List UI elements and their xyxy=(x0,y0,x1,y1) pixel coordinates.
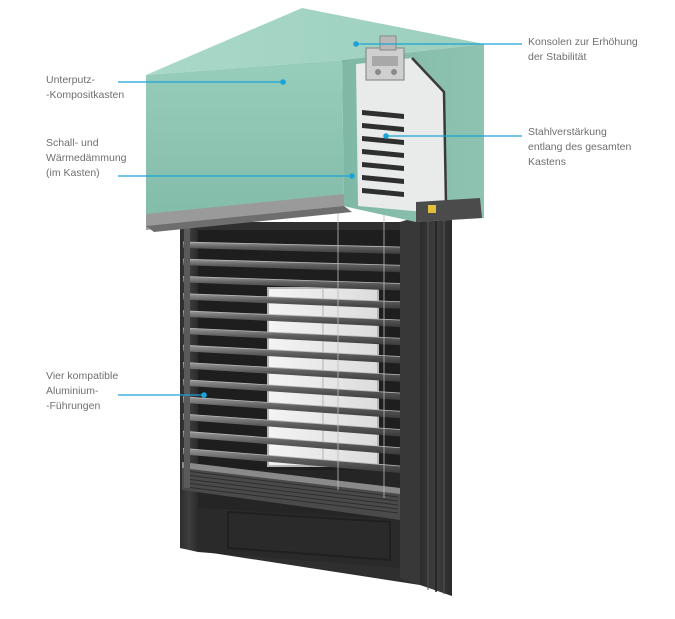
label-line: Aluminium- xyxy=(46,385,99,397)
stacked-slat xyxy=(362,149,404,158)
slat xyxy=(183,310,400,327)
slat-highlight xyxy=(182,327,401,339)
slat-highlight xyxy=(182,310,401,321)
slat-highlight xyxy=(182,258,401,266)
callout-lines xyxy=(118,41,522,398)
label-insulation: Schall- und Wärmedämmung (im Kasten) xyxy=(46,136,127,181)
slat xyxy=(183,431,400,455)
stacked-slat xyxy=(362,110,404,119)
slat xyxy=(183,448,400,473)
label-composite-box: Unterputz- -Kompositkasten xyxy=(46,73,124,103)
slat xyxy=(183,293,400,309)
rail-rib xyxy=(185,486,399,514)
slat xyxy=(183,276,400,291)
callout-guides-dot xyxy=(201,392,207,398)
stacked-slat xyxy=(362,136,404,145)
stacked-slat xyxy=(362,162,404,171)
label-guides: Vier kompatible Aluminium- -Führungen xyxy=(46,369,118,414)
console-bracket xyxy=(365,35,405,81)
slat-highlight xyxy=(182,362,401,376)
rail-rib xyxy=(185,470,399,498)
label-line: entlang des gesamten xyxy=(528,141,632,153)
slat-highlight xyxy=(182,396,401,412)
lift-cords xyxy=(337,200,385,498)
stacked-slat xyxy=(362,123,404,132)
label-line: (im Kasten) xyxy=(46,167,100,179)
label-line: Kastens xyxy=(528,156,566,168)
slat xyxy=(183,362,400,382)
rail-rib xyxy=(185,474,399,502)
label-line: der Stabilität xyxy=(528,51,587,63)
slat xyxy=(183,379,400,400)
label-line: Stahlverstärkung xyxy=(528,126,607,138)
label-line: Konsolen zur Erhöhung xyxy=(528,36,638,48)
stacked-slat xyxy=(362,175,404,184)
slat xyxy=(183,414,400,437)
slat-highlight xyxy=(182,293,401,303)
callout-composite-box-dot xyxy=(280,79,286,85)
bottom-rail xyxy=(182,462,400,520)
label-steel-reinforcement: Stahlverstärkung entlang des gesamten Ka… xyxy=(528,125,631,170)
label-line: Wärmedämmung xyxy=(46,152,127,164)
slat-highlight xyxy=(182,344,401,357)
slat-highlight xyxy=(182,430,401,449)
slat xyxy=(183,259,400,273)
slat-highlight xyxy=(182,379,401,394)
slat xyxy=(183,345,400,364)
slat xyxy=(183,396,400,419)
stacked-slat xyxy=(362,188,404,197)
label-line: -Kompositkasten xyxy=(46,89,125,101)
slat xyxy=(183,328,400,346)
blind-slats xyxy=(182,241,401,473)
rail-rib xyxy=(185,478,399,506)
composite-box xyxy=(146,8,484,232)
label-line: Schall- und xyxy=(46,137,99,149)
guide-rail-left xyxy=(184,226,190,488)
slat-highlight xyxy=(182,241,401,248)
rail-rib xyxy=(185,482,399,510)
label-line: -Führungen xyxy=(46,400,101,412)
slat-highlight xyxy=(182,413,401,430)
label-line: Unterputz- xyxy=(46,74,96,86)
slat-highlight xyxy=(182,276,401,284)
slat xyxy=(183,242,400,254)
callout-insulation-dot xyxy=(349,173,355,179)
slat-highlight xyxy=(182,448,401,467)
callout-steel-dot xyxy=(383,133,389,139)
label-consoles: Konsolen zur Erhöhung der Stabilität xyxy=(528,35,638,65)
callout-consoles-dot xyxy=(353,41,359,47)
label-line: Vier kompatible xyxy=(46,370,119,382)
